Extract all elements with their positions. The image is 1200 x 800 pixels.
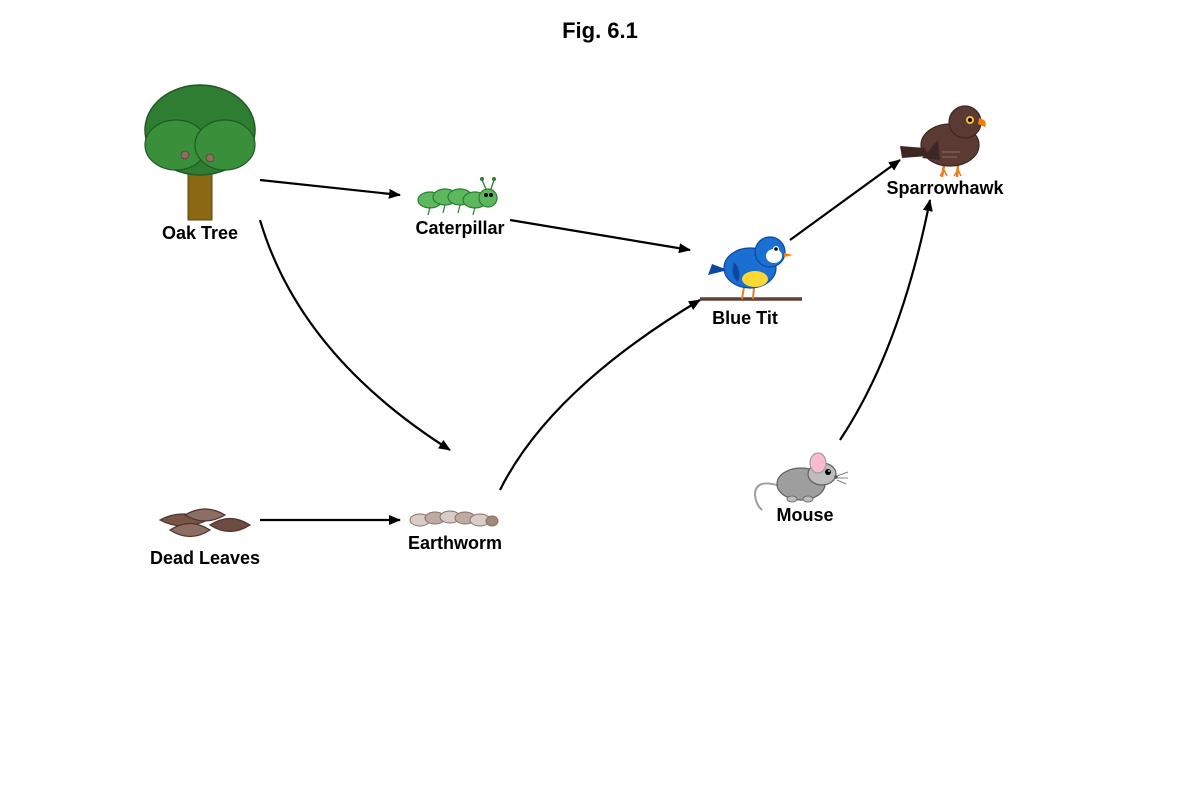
earthworm-icon	[409, 510, 499, 527]
label-blue-tit: Blue Tit	[712, 308, 778, 328]
arrow-oak-to-earthworm	[258, 219, 451, 451]
label-dead-leaves: Dead Leaves	[149, 548, 261, 568]
sparrowhawk-icon	[900, 105, 986, 178]
arrow-caterpillar-to-bluetit	[509, 218, 691, 254]
label-caterpillar: Caterpillar	[415, 218, 505, 238]
label-earthworm: Earthworm	[407, 533, 503, 553]
feeding-arrows	[258, 159, 933, 525]
label-oak-tree: Oak Tree	[161, 223, 239, 243]
oak-tree-icon	[144, 84, 256, 221]
caterpillar-icon	[417, 177, 498, 216]
dead-leaves-icon	[158, 508, 252, 538]
figure-title: Fig. 6.1	[562, 18, 638, 43]
arrow-bluetit-to-sparrowhawk	[789, 159, 901, 241]
arrow-mouse-to-sparrowhawk	[839, 199, 933, 441]
mouse-icon	[753, 452, 849, 511]
arrow-oak-to-caterpillar	[259, 178, 401, 199]
blue-tit-icon	[700, 236, 802, 301]
arrow-earthworm-to-bluetit	[499, 299, 701, 491]
label-sparrowhawk: Sparrowhawk	[886, 178, 1004, 198]
label-mouse: Mouse	[776, 505, 834, 525]
